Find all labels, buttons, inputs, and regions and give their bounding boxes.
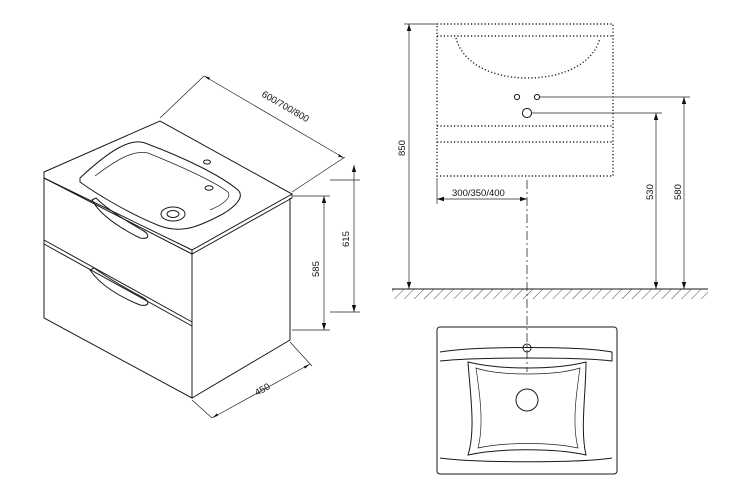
front-drain-height-label: 530 xyxy=(645,184,656,200)
front-water-height-label: 580 xyxy=(673,184,684,200)
isometric-view: 600/700/800 585 615 450 xyxy=(43,75,360,419)
front-drain-offset-label: 300/350/400 xyxy=(452,188,505,199)
iso-height-total-label: 615 xyxy=(341,231,352,247)
front-view: 850 300/350/400 530 580 xyxy=(392,23,708,372)
iso-depth-label: 450 xyxy=(253,381,272,398)
top-view xyxy=(436,326,618,475)
iso-width-label: 600/700/800 xyxy=(260,89,311,125)
iso-height-body-label: 585 xyxy=(311,261,322,277)
front-height-label: 850 xyxy=(397,140,408,156)
